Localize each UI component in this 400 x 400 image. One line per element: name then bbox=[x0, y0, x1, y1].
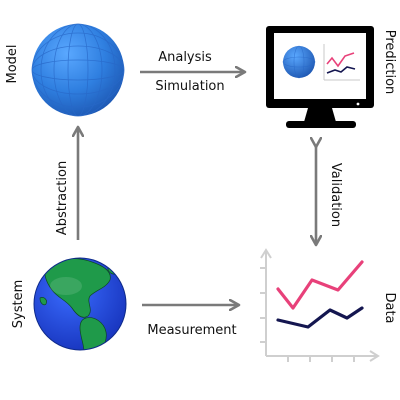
label-analysis: Analysis bbox=[158, 50, 212, 65]
globe-icon bbox=[33, 257, 127, 351]
label-simulation: Simulation bbox=[155, 79, 224, 94]
label-abstraction: Abstraction bbox=[55, 161, 70, 235]
arrows bbox=[78, 72, 316, 305]
label-measurement: Measurement bbox=[147, 323, 236, 338]
data-chart-icon bbox=[260, 248, 380, 362]
data-series-navy bbox=[276, 306, 364, 329]
label-prediction: Prediction bbox=[382, 30, 397, 95]
model-sphere-icon bbox=[31, 23, 125, 117]
label-data: Data bbox=[382, 292, 397, 323]
data-series-pink bbox=[276, 260, 364, 310]
monitor-sphere-icon bbox=[283, 46, 315, 78]
label-validation: Validation bbox=[328, 163, 343, 227]
label-system: System bbox=[11, 280, 26, 328]
monitor-icon bbox=[266, 26, 374, 128]
monitor-mini-chart bbox=[323, 44, 360, 81]
label-model: Model bbox=[5, 44, 20, 83]
